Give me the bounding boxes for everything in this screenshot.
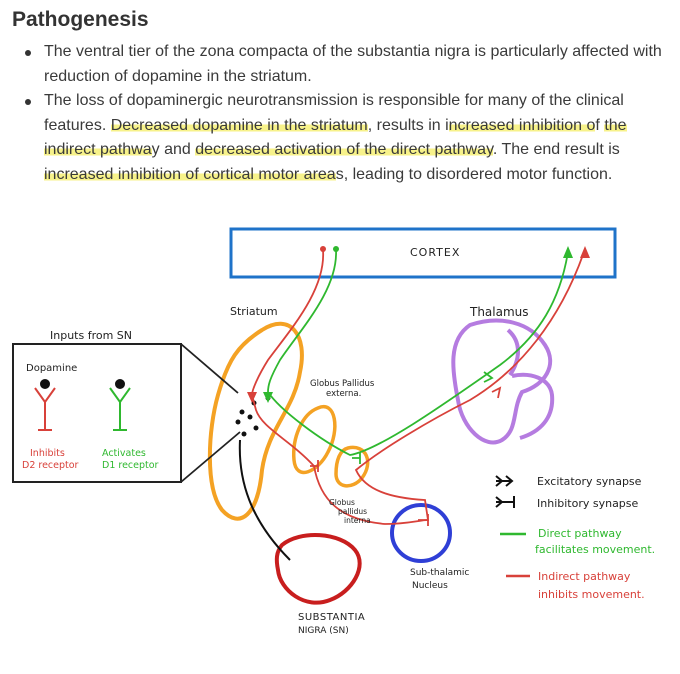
bullet-text: s, leading to disordered motor function. [335, 165, 613, 183]
inputs-inset-box [12, 343, 182, 483]
inhibitory-synapse-icon [495, 496, 515, 508]
activates-label: Activates [102, 448, 146, 459]
gpi-shape [334, 445, 370, 488]
direct-origin-dot [333, 246, 339, 252]
d1-receptor-icon [109, 387, 131, 431]
legend-indirect-line1: Indirect pathway [538, 570, 631, 583]
inputs-title: Inputs from SN [50, 329, 132, 342]
indirect-pathway [251, 249, 585, 525]
bullet-text: f [595, 116, 605, 134]
inhibits-label: Inhibits [30, 448, 65, 459]
page-title: Pathogenesis [12, 8, 149, 31]
gpi-label-line1: Globus [329, 498, 355, 507]
gpi-label-line3: interna [344, 516, 371, 525]
d2-receptor-label: D2 receptor [22, 460, 79, 471]
sn-label-line1: SUBSTANTIA [298, 612, 365, 623]
bullet-text: , results in i [367, 116, 449, 134]
highlighted-text: ncreased inhibition o [448, 116, 596, 134]
gpe-shape [292, 404, 337, 475]
sn-label-line2: NIGRA (SN) [298, 626, 349, 636]
synapse-mark [418, 514, 429, 526]
indirect-origin-dot [320, 246, 326, 252]
inset-zoom-line [180, 431, 241, 483]
dopamine-dot-red [40, 379, 50, 389]
bullet-dot [25, 50, 31, 56]
synapse-mark [352, 452, 361, 464]
bullet-list: The ventral tier of the zona compacta of… [22, 40, 662, 187]
stn-shape [390, 503, 452, 563]
cortex-label: CORTEX [410, 246, 460, 259]
indirect-arrow-striatum [247, 392, 257, 403]
dopamine-dot-green [115, 379, 125, 389]
d1-receptor-label: D1 receptor [102, 460, 159, 471]
bullet-text: y and [151, 141, 196, 158]
legend: Excitatory synapse Inhibitory synapse Di… [495, 475, 655, 601]
thalamus-shape [451, 318, 552, 445]
bullet-item-1: The ventral tier of the zona compacta of… [22, 40, 662, 89]
legend-inhibitory-label: Inhibitory synapse [537, 497, 639, 510]
sn-projection-path [238, 439, 291, 561]
indirect-arrow-cortex [580, 246, 590, 258]
excitatory-synapse-icon-tail [495, 475, 504, 487]
stn-label-line2: Nucleus [412, 581, 448, 591]
thalamus-label: Thalamus [469, 305, 529, 319]
sn-shape [274, 533, 362, 605]
bullet-dot [25, 99, 31, 105]
highlighted-text: Decreased dopamine in the striatum [110, 116, 368, 134]
legend-indirect-line2: inhibits movement. [538, 588, 645, 601]
bullet-item-2: The loss of dopaminergic neurotransmissi… [22, 89, 662, 187]
gpe-label-line1: Globus Pallidus [310, 379, 375, 389]
highlighted-text: increased inhibition of cortical motor a… [44, 165, 336, 183]
thalamus-inner-shape [506, 328, 555, 440]
bullet-text: The ventral tier of the zona compacta of… [44, 43, 662, 85]
striatum-shape [207, 321, 304, 521]
direct-pathway [267, 249, 569, 456]
excitatory-synapse-icon [496, 475, 514, 487]
dopamine-label: Dopamine [26, 363, 77, 374]
bullet-text: The loss of dopaminergic neurotransmissi… [44, 92, 624, 134]
d2-receptor-icon [34, 387, 56, 431]
legend-direct-line1: Direct pathway [538, 527, 622, 540]
striatum-label: Striatum [230, 305, 278, 318]
direct-arrow-striatum [263, 392, 273, 403]
stn-label-line1: Sub-thalamic [410, 568, 469, 578]
legend-excitatory-label: Excitatory synapse [537, 475, 642, 488]
gpe-label-line2: externa. [326, 389, 361, 399]
inset-zoom-line [180, 343, 239, 394]
cortex-box [229, 227, 617, 279]
synapse-mark [310, 460, 319, 472]
bullet-text: . The end result is [492, 141, 620, 158]
legend-direct-line2: facilitates movement. [535, 543, 655, 556]
highlighted-text: decreased activation of the direct pathw… [195, 141, 493, 158]
gpi-label-line2: pallidus [338, 507, 367, 516]
direct-arrow-cortex [563, 246, 573, 258]
synapse-mark [483, 371, 494, 383]
synapse-mark [491, 386, 502, 399]
